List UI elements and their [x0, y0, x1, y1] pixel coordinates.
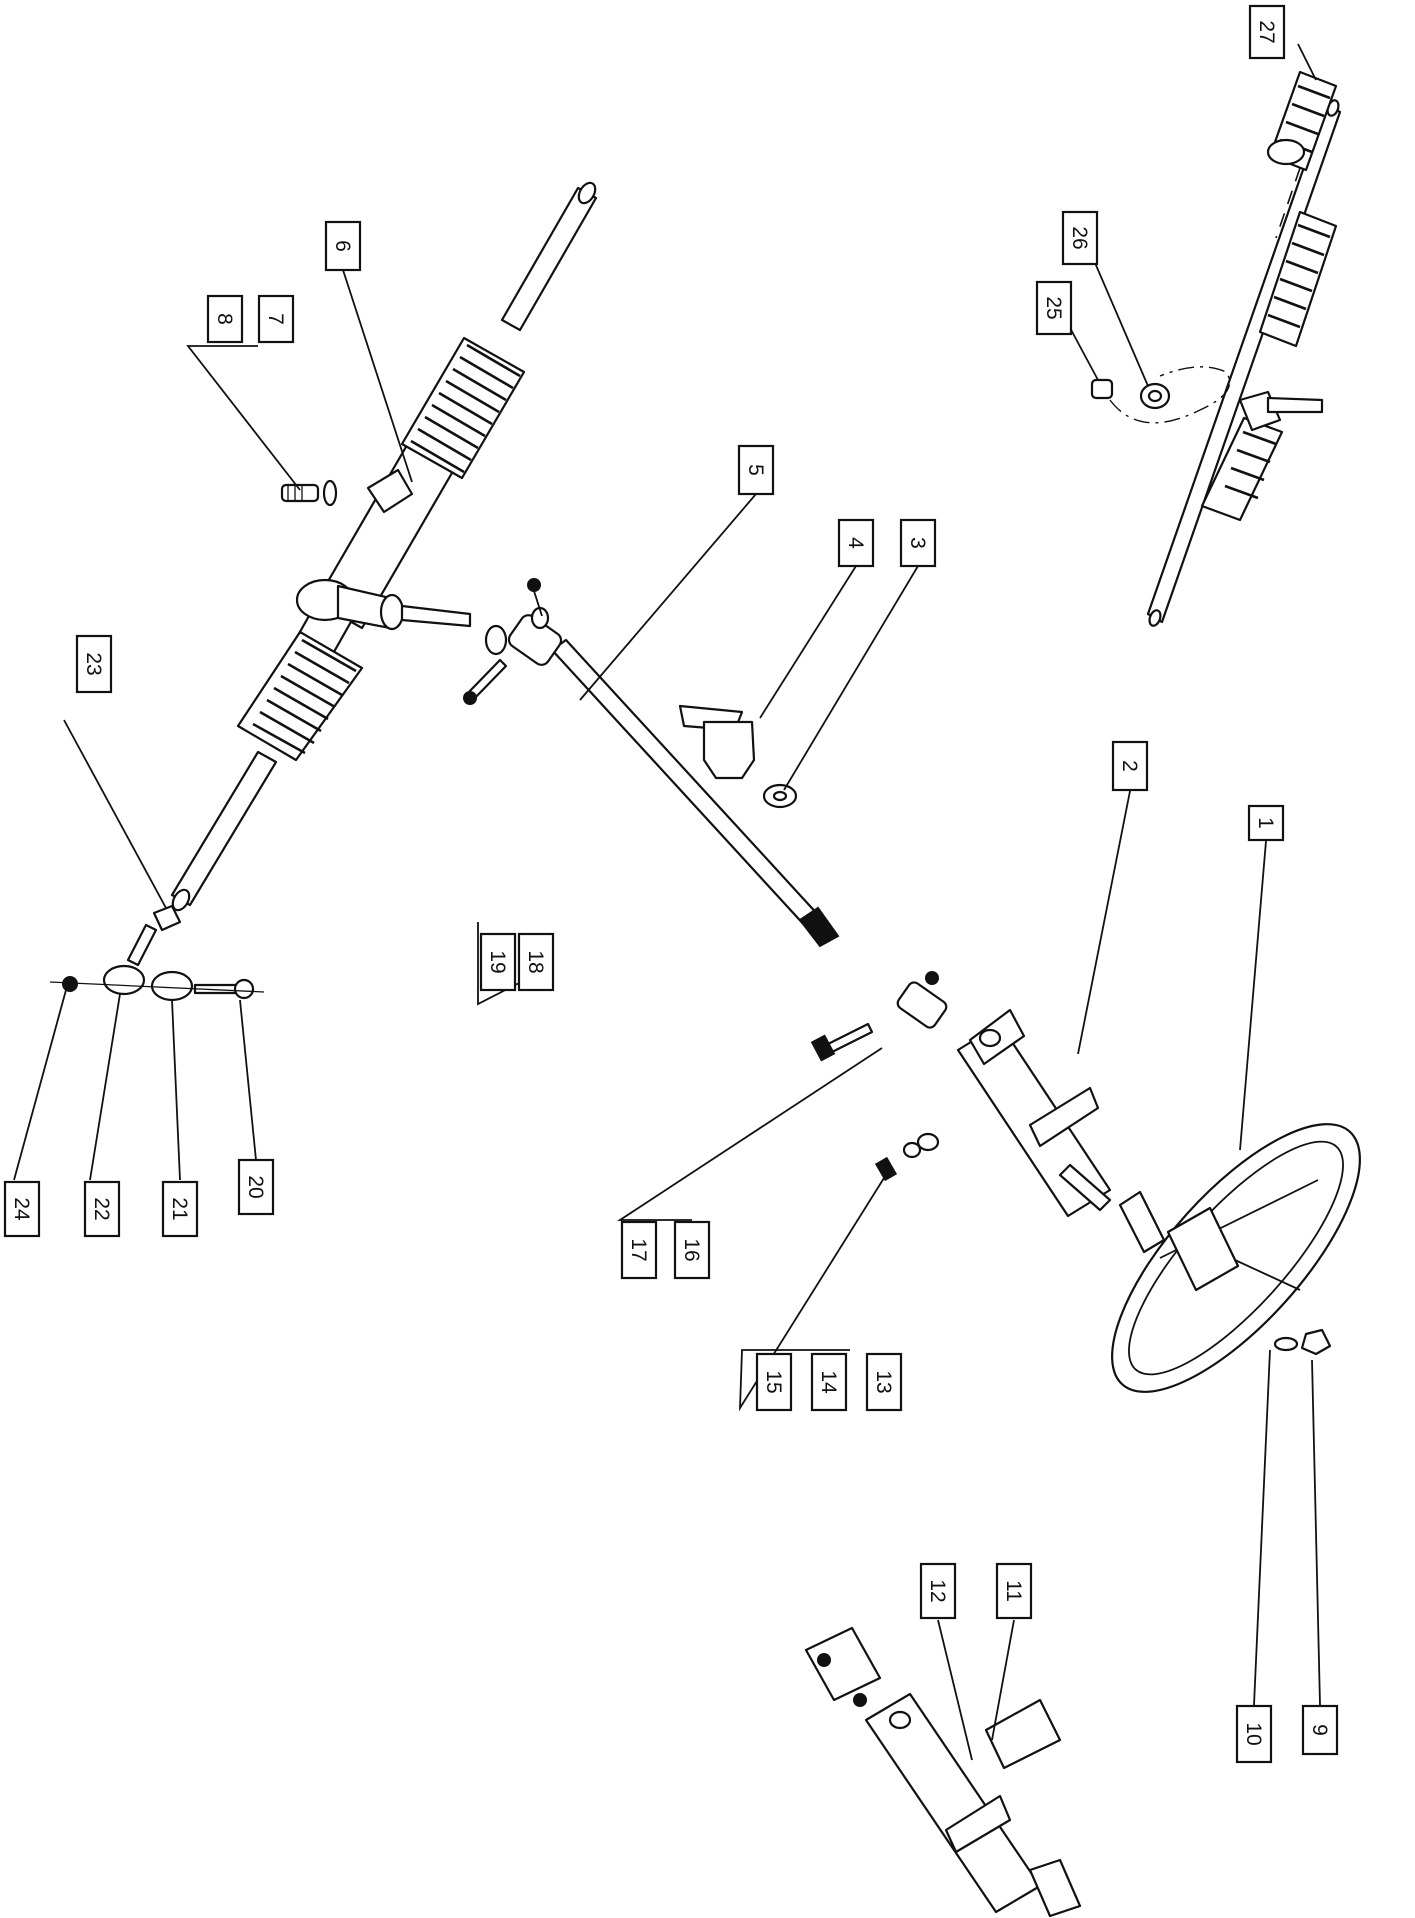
right-bellows — [400, 336, 526, 480]
callout-26: 26 — [1061, 210, 1099, 266]
callout-21: 21 — [161, 1180, 199, 1238]
callout-label: 23 — [82, 652, 105, 675]
inset-rack-assembly — [1090, 70, 1342, 627]
leader-lines — [13, 43, 1321, 1761]
callout-17: 17 — [620, 1220, 658, 1280]
callout-label: 21 — [168, 1197, 191, 1220]
callout-4: 4 — [837, 518, 875, 568]
callout-label: 18 — [524, 950, 547, 973]
shaft-boot — [678, 704, 798, 809]
callout-label: 5 — [744, 464, 767, 476]
intermediate-shaft — [463, 578, 840, 948]
callout-19: 19 — [479, 932, 517, 992]
callout-label: 14 — [817, 1370, 840, 1394]
callout-27: 27 — [1248, 4, 1286, 60]
callout-label: 6 — [331, 240, 354, 252]
callout-label: 26 — [1068, 226, 1091, 249]
callout-16: 16 — [673, 1220, 711, 1280]
callout-label: 7 — [264, 313, 287, 325]
callout-label: 4 — [844, 537, 867, 549]
callout-2: 2 — [1111, 740, 1149, 792]
callout-label: 2 — [1118, 760, 1141, 772]
callout-8: 8 — [206, 294, 244, 344]
callout-label: 27 — [1255, 20, 1278, 43]
callout-20: 20 — [237, 1158, 275, 1216]
callout-label: 9 — [1308, 1724, 1331, 1736]
callout-9: 9 — [1301, 1704, 1339, 1756]
left-bellows — [236, 630, 364, 762]
callout-6: 6 — [324, 220, 362, 272]
callout-label: 11 — [1002, 1580, 1025, 1602]
callout-label: 22 — [90, 1197, 113, 1220]
callout-label: 8 — [213, 313, 236, 325]
steering-rack-assembly — [170, 181, 598, 912]
steering-wheel — [1111, 1123, 1361, 1393]
callout-label: 19 — [486, 950, 509, 973]
callout-18: 18 — [517, 932, 555, 992]
mounting-bolt — [280, 479, 338, 507]
callout-5: 5 — [737, 444, 775, 496]
callout-label: 20 — [244, 1175, 267, 1198]
callout-label: 3 — [906, 537, 929, 549]
callout-13: 13 — [865, 1352, 903, 1412]
callout-25: 25 — [1035, 280, 1073, 336]
callout-label: 12 — [926, 1579, 949, 1602]
callout-23: 23 — [75, 634, 113, 694]
inset-column-assembly — [804, 1626, 1082, 1918]
callout-label: 15 — [762, 1370, 785, 1393]
callout-24: 24 — [3, 1180, 41, 1238]
callout-3: 3 — [899, 518, 937, 568]
callout-label: 10 — [1242, 1722, 1265, 1745]
tie-rod-end-parts — [49, 904, 265, 1002]
callout-12: 12 — [919, 1562, 957, 1620]
steering-column — [810, 971, 1166, 1254]
callout-label: 16 — [680, 1238, 703, 1261]
callout-14: 14 — [810, 1352, 848, 1412]
callout-15: 15 — [755, 1352, 793, 1412]
callout-label: 25 — [1042, 296, 1065, 319]
callout-label: 1 — [1254, 817, 1277, 829]
callout-1: 1 — [1247, 804, 1285, 842]
callout-label: 13 — [872, 1370, 895, 1393]
callout-22: 22 — [83, 1180, 121, 1238]
callout-7: 7 — [257, 294, 295, 344]
callout-10: 10 — [1235, 1704, 1273, 1764]
callout-11: 11 — [995, 1562, 1033, 1620]
callout-label: 24 — [10, 1197, 33, 1221]
callout-label: 17 — [627, 1238, 650, 1261]
